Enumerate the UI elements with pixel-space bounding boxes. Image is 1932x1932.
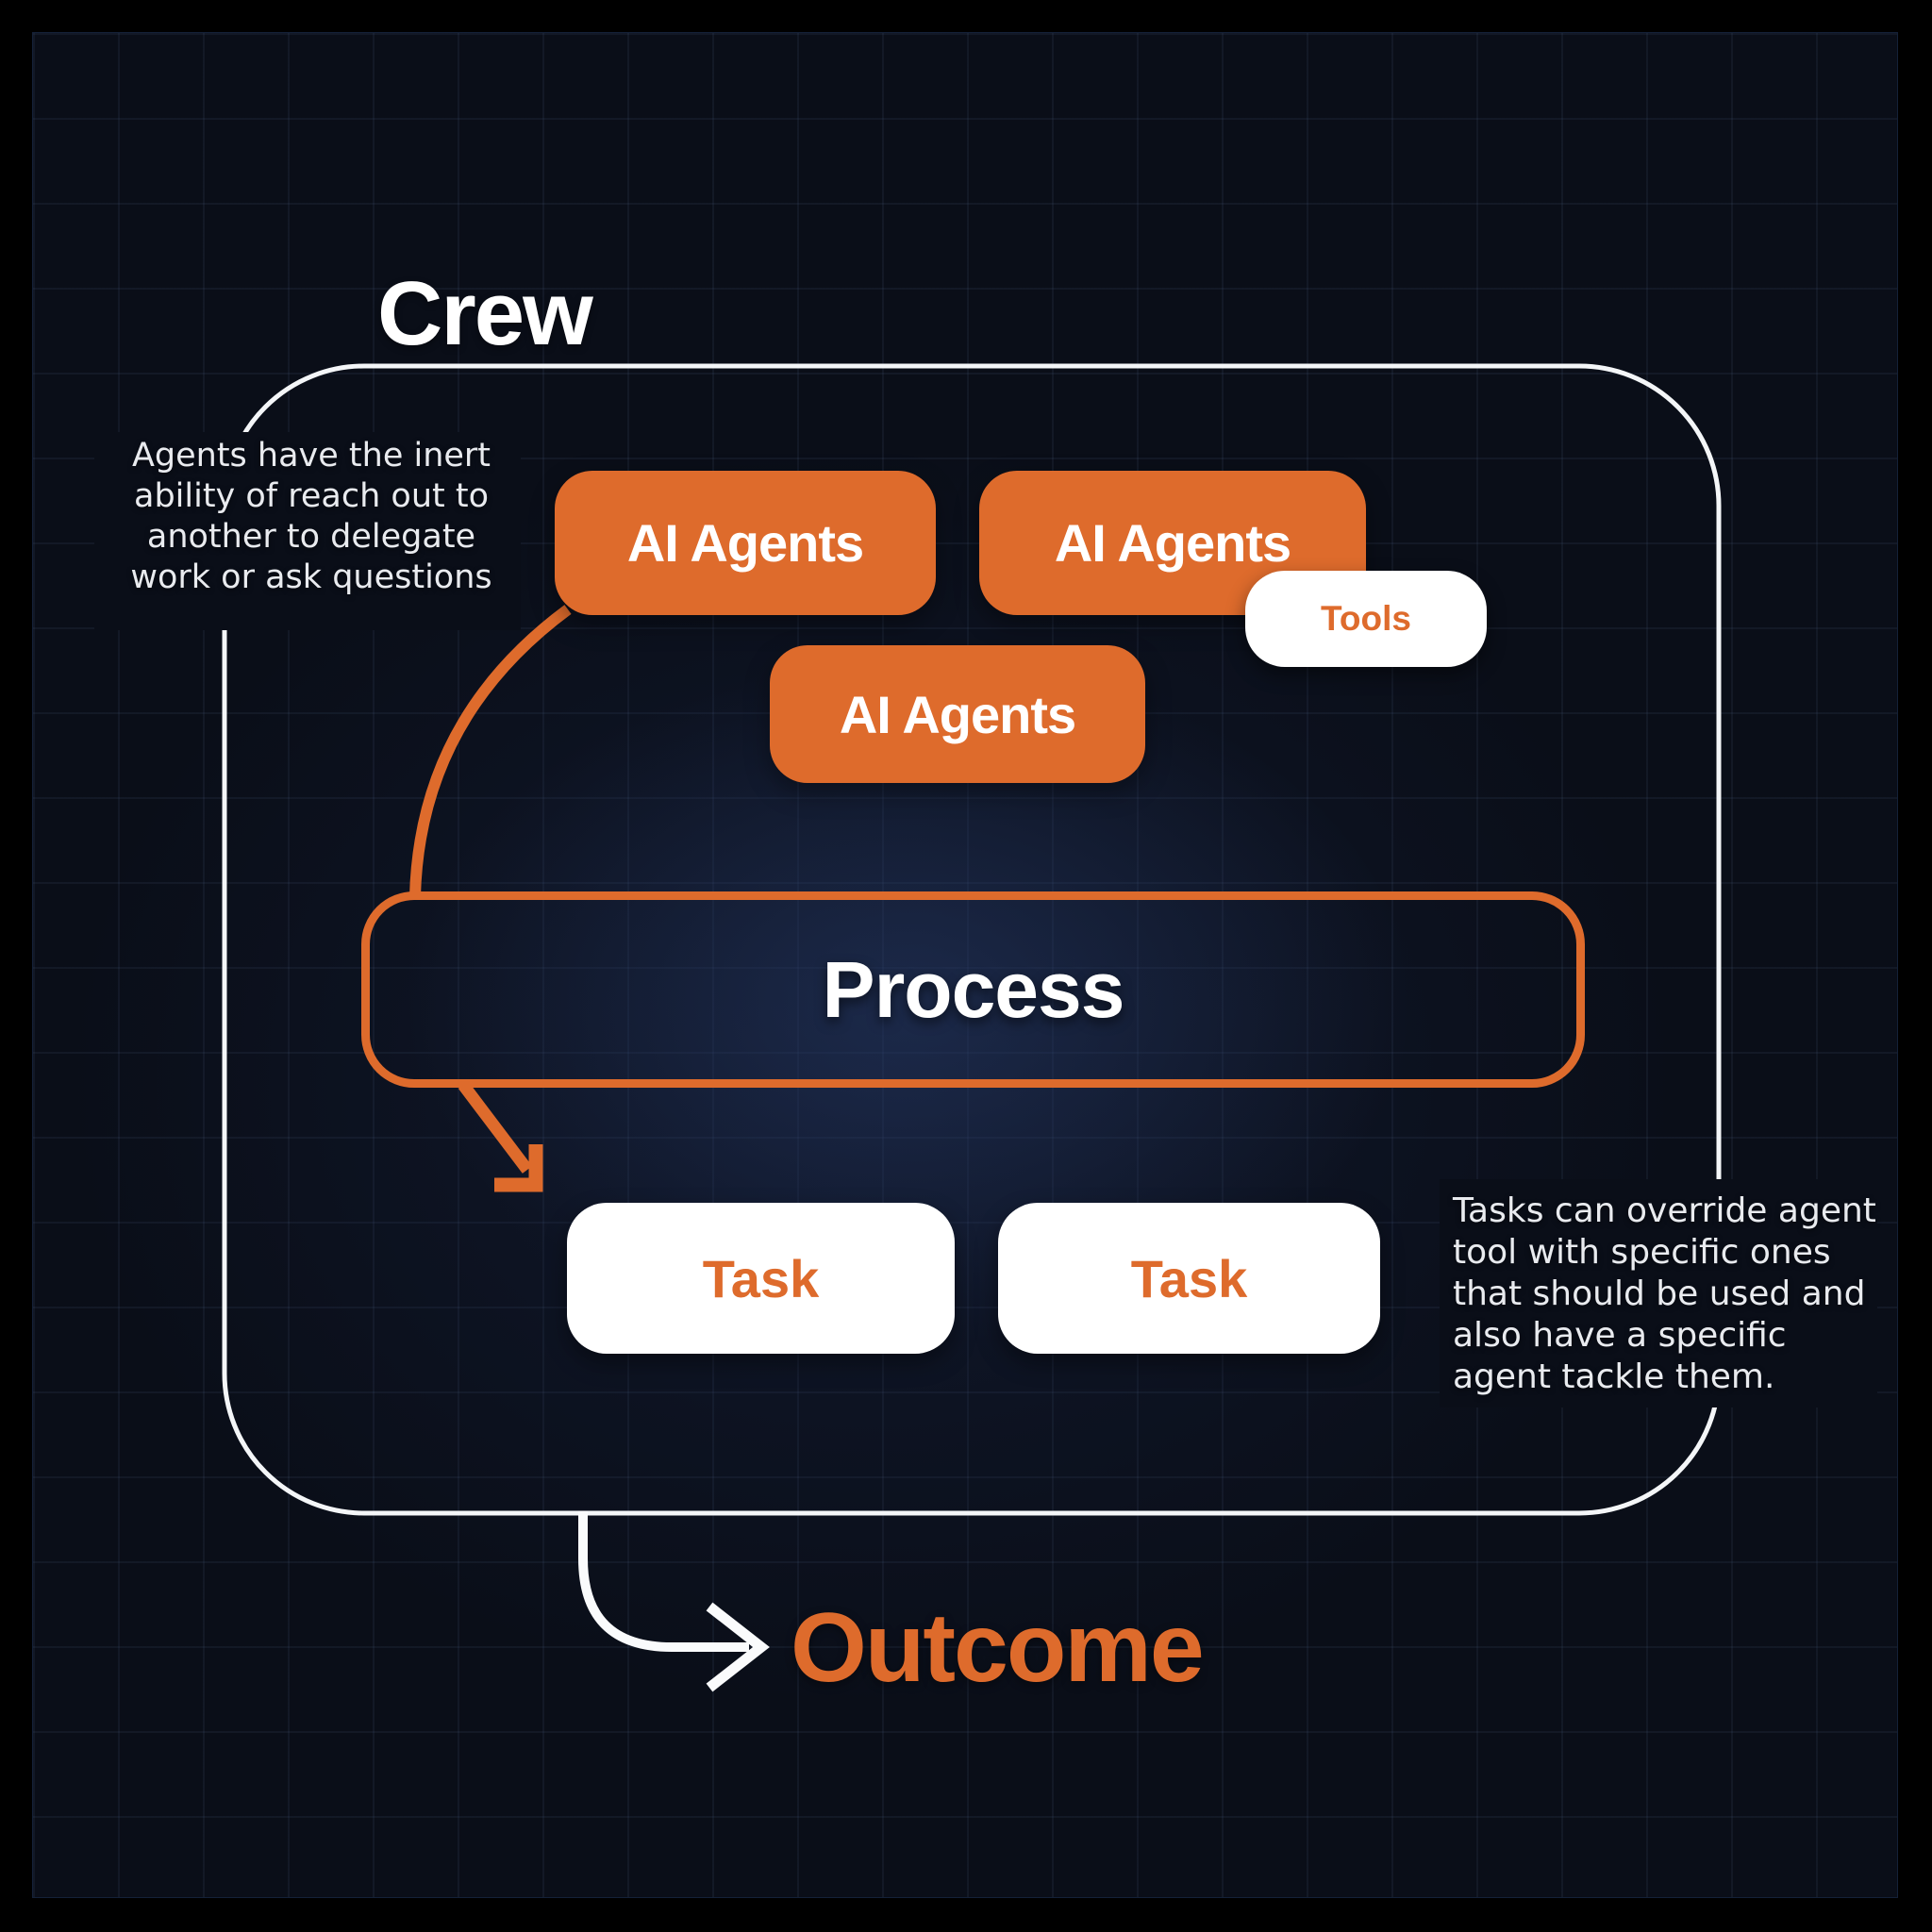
left-annotation-mask [94,432,521,630]
right-annotation-text: Tasks can override agent tool with speci… [1453,1191,1876,1396]
crew-to-outcome-arrow-line [578,1511,749,1652]
tools-label: Tools [1321,599,1411,638]
ai-agents-label-3: AI Agents [839,684,1076,744]
left-annotation-text: Agents have the inert ability of reach o… [130,437,492,596]
task-box-2: Task [998,1203,1380,1354]
outcome-label: Outcome [791,1593,1205,1703]
ai-agents-box-3: AI Agents [770,645,1145,783]
crew-container-border [222,363,1722,1516]
task-label-2: Task [1130,1248,1248,1308]
process-to-task-arrow-line [458,1081,533,1174]
process-label: Process [822,944,1125,1034]
crew-title: Crew [377,263,593,364]
ai-agents-box-1: AI Agents [555,471,936,615]
agent-to-process-connector [409,605,572,897]
crew-to-outcome-arrowhead [706,1602,770,1692]
ai-agents-label-1: AI Agents [626,513,864,573]
ai-agents-label-2: AI Agents [1054,513,1291,573]
right-annotation-mask [1440,1179,1877,1407]
diagram-background-panel [32,32,1898,1898]
process-to-task-arrowhead [494,1144,543,1192]
tools-box: Tools [1245,571,1487,667]
task-label-1: Task [702,1248,820,1308]
task-box-1: Task [567,1203,955,1354]
process-box: Process [361,891,1585,1088]
ai-agents-box-2: AI Agents [979,471,1366,615]
